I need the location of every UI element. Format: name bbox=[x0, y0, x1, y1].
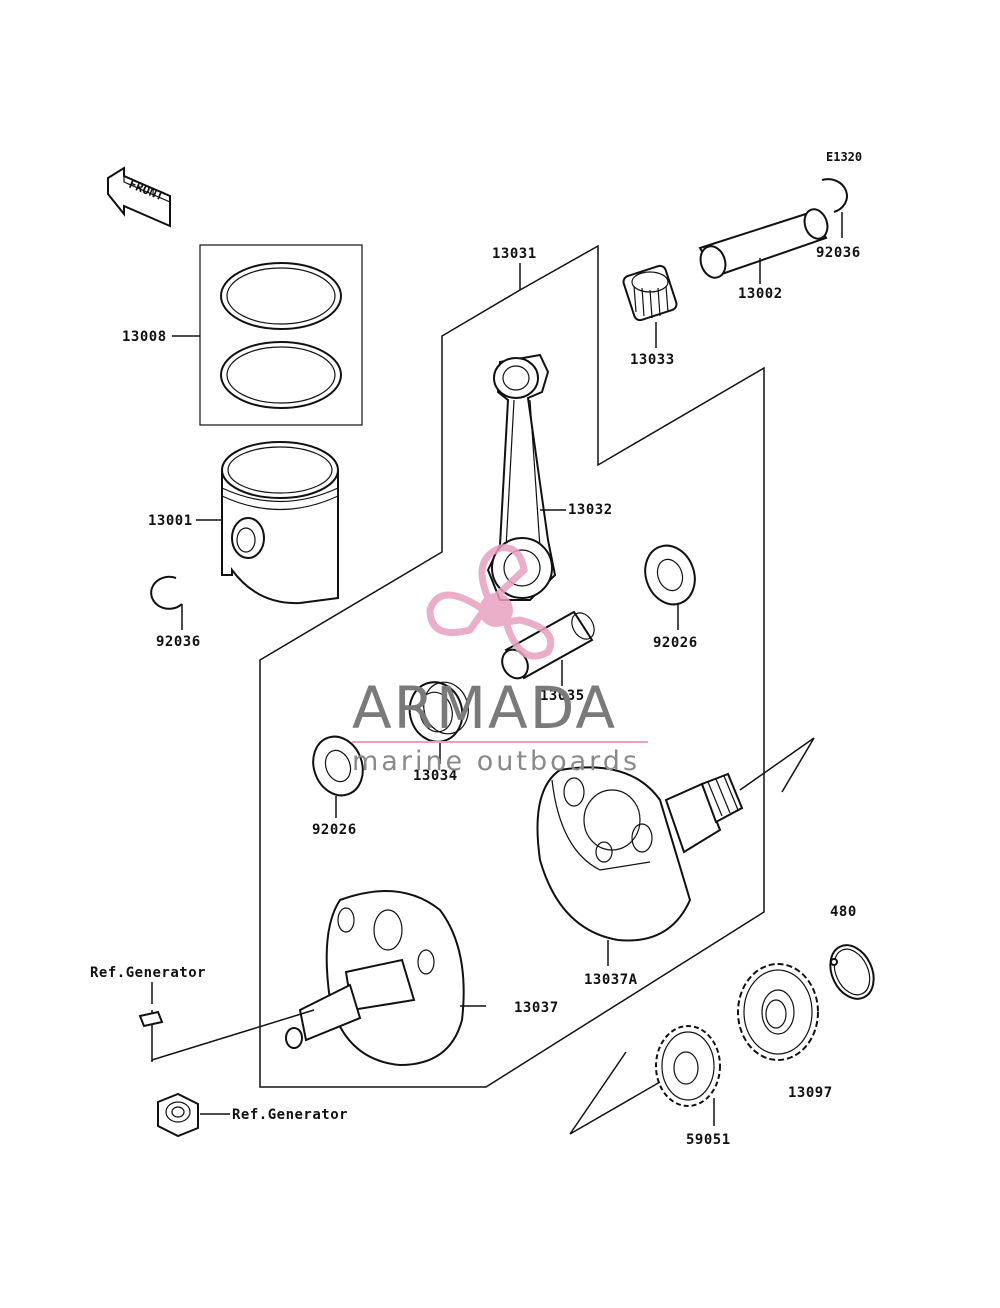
thrust-washer-right-92026 bbox=[644, 544, 696, 630]
label-13031: 13031 bbox=[492, 246, 537, 262]
label-13008: 13008 bbox=[122, 329, 167, 345]
piston-pin-13002 bbox=[698, 208, 829, 284]
piston-13001 bbox=[196, 441, 339, 605]
connecting-rod-13032 bbox=[486, 353, 566, 601]
flange-nut bbox=[157, 1092, 230, 1138]
label-92036-left: 92036 bbox=[156, 634, 201, 650]
label-ref-generator-nut: Ref.Generator bbox=[232, 1107, 348, 1123]
conrod-assembly-outline-13031 bbox=[259, 244, 765, 1088]
gear-small-59051 bbox=[569, 1025, 721, 1135]
diagram-code: E1320 bbox=[826, 150, 862, 164]
label-13037: 13037 bbox=[514, 1000, 559, 1016]
snap-ring-480 bbox=[829, 944, 875, 1000]
label-92026-left: 92026 bbox=[312, 822, 357, 838]
front-arrow-icon: FRONT bbox=[107, 166, 171, 228]
label-13034: 13034 bbox=[413, 768, 458, 784]
label-13002: 13002 bbox=[738, 286, 783, 302]
label-92036-right: 92036 bbox=[816, 245, 861, 261]
needle-bearing-13033 bbox=[622, 264, 678, 348]
label-59051: 59051 bbox=[686, 1132, 731, 1148]
label-13033: 13033 bbox=[630, 352, 675, 368]
propeller-logo-icon bbox=[426, 544, 555, 660]
label-480: 480 bbox=[830, 904, 857, 920]
thrust-washer-left-92026 bbox=[312, 735, 364, 818]
label-13032: 13032 bbox=[568, 502, 613, 518]
label-92026-right: 92026 bbox=[653, 635, 698, 651]
crank-half-right-13037A bbox=[536, 737, 815, 966]
watermark-tagline: marine outboards bbox=[352, 746, 640, 777]
needle-bearing-13034 bbox=[408, 681, 469, 764]
piston-rings-13008 bbox=[172, 244, 363, 426]
gear-large-13097 bbox=[737, 963, 819, 1061]
woodruff-key bbox=[138, 982, 164, 1028]
watermark-brand: ARMADA bbox=[352, 674, 617, 742]
label-13035: 13035 bbox=[540, 688, 585, 704]
crank-half-left-13037 bbox=[151, 890, 486, 1067]
armada-watermark: ARMADA marine outboards bbox=[352, 544, 648, 777]
label-13001: 13001 bbox=[148, 513, 193, 529]
label-13037A: 13037A bbox=[584, 972, 638, 988]
circlip-right-92036 bbox=[821, 178, 848, 238]
label-ref-generator-key: Ref.Generator bbox=[90, 965, 206, 981]
label-13097: 13097 bbox=[788, 1085, 833, 1101]
circlip-left-92036 bbox=[150, 575, 183, 630]
